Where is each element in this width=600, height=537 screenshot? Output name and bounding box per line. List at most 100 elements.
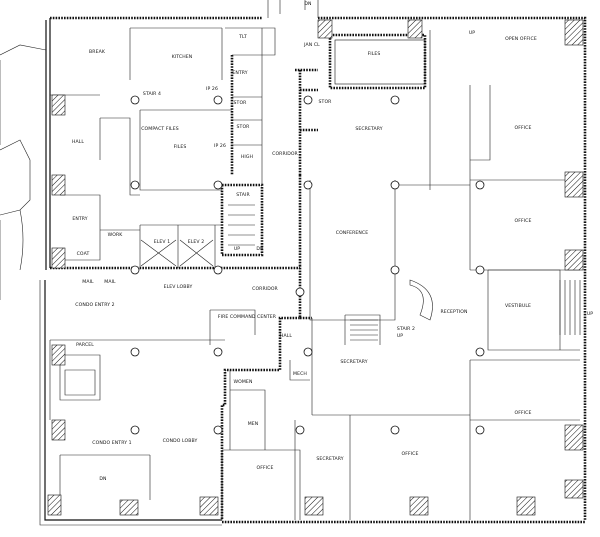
room-label-stair2: STAIR 2	[397, 326, 415, 332]
column	[51, 344, 66, 366]
column	[564, 249, 584, 271]
column	[51, 94, 66, 116]
room-label-secretary-bottom: SECRETARY	[316, 456, 343, 462]
exterior-landscape	[0, 44, 47, 216]
light-fixture	[130, 347, 140, 357]
room-label-stor-c: STOR	[319, 99, 333, 105]
room-label-mech: MECH	[293, 371, 307, 377]
exterior-curve	[0, 209, 24, 300]
light-fixture	[130, 95, 140, 105]
vestibule-walls	[487, 269, 580, 351]
compact-files-walls	[99, 117, 140, 196]
light-fixtures	[130, 95, 485, 435]
office-right-walls	[469, 85, 580, 271]
room-label-office-r1: OFFICE	[515, 125, 532, 131]
corridor-lower-walls	[220, 265, 302, 520]
light-fixture	[390, 425, 400, 435]
room-label-jan-cl: JAN CL	[303, 42, 320, 48]
room-label-corridor-mid: CORRIDOR	[252, 286, 278, 292]
room-label-break: BREAK	[89, 49, 106, 55]
light-fixture	[130, 265, 140, 275]
room-label-parcel: PARCEL	[76, 342, 94, 348]
room-label-kitchen: KITCHEN	[172, 54, 193, 60]
light-fixture	[303, 347, 313, 357]
column	[51, 174, 66, 196]
room-label-office-bottom-mid: OFFICE	[402, 451, 419, 457]
room-label-high: HIGH	[241, 154, 253, 160]
reception-desk	[409, 279, 433, 321]
column	[199, 496, 219, 516]
column	[304, 496, 324, 516]
room-label-tlt: TLT	[238, 34, 247, 40]
stor-walls	[295, 68, 318, 132]
room-label-conference: CONFERENCE	[336, 230, 368, 236]
tlt-walls	[225, 27, 276, 56]
files-inner	[334, 39, 426, 85]
files-walls	[139, 109, 232, 191]
light-fixture	[213, 180, 223, 190]
stair-dn-label: DN	[256, 246, 263, 252]
room-label-entry-left: ENTRY	[72, 216, 87, 222]
room-label-files-top: FILES	[368, 51, 381, 57]
room-label-women: WOMEN	[234, 379, 253, 385]
column	[51, 419, 66, 441]
break-kitchen-walls	[50, 27, 223, 96]
room-label-stor-a: STOR	[234, 100, 248, 106]
light-fixture	[130, 425, 140, 435]
light-fixture	[303, 95, 313, 105]
room-label-stor-b: STOR	[237, 124, 251, 130]
light-fixture	[475, 265, 485, 275]
room-label-fire-command: FIRE COMMAND CENTER	[218, 314, 277, 320]
stair2	[344, 314, 381, 345]
north-up-label: UP	[469, 30, 475, 36]
light-fixture	[295, 287, 305, 297]
column	[407, 19, 423, 39]
top-wall-right	[318, 16, 587, 520]
east-up-label: UP	[587, 311, 593, 317]
room-label-elev-lobby: ELEV LOBBY	[164, 284, 193, 290]
stair-core	[220, 183, 264, 257]
east-entry-stairs	[559, 280, 581, 335]
light-fixture	[213, 265, 223, 275]
light-fixture	[213, 347, 223, 357]
mech-walls	[289, 360, 310, 381]
room-label-corridor-top: CORRIDOR	[272, 151, 298, 157]
column	[564, 19, 584, 46]
elevator-walls	[139, 224, 222, 268]
stair-treads	[228, 204, 255, 246]
outer-walls	[0, 0, 587, 526]
room-label-secretary-mid: SECRETARY	[340, 359, 367, 365]
office-bottom-walls	[294, 414, 470, 520]
top-dn-label: DN	[304, 1, 311, 7]
light-fixture	[295, 425, 305, 435]
light-fixture	[475, 180, 485, 190]
room-label-hall-mid: HALL	[280, 333, 292, 339]
restroom-walls	[229, 370, 266, 450]
room-label-work: WORK	[108, 232, 124, 238]
light-fixture	[213, 425, 223, 435]
light-fixture	[475, 425, 485, 435]
columns	[47, 19, 584, 516]
column	[564, 424, 584, 451]
room-label-secretary-top: SECRETARY	[355, 126, 382, 132]
light-fixture	[390, 265, 400, 275]
stor-high-walls	[232, 28, 263, 185]
ip-label-1: IP 26	[206, 86, 218, 92]
light-fixture	[475, 347, 485, 357]
room-label-coat: COAT	[77, 251, 90, 257]
room-label-hall-left: HALL	[72, 139, 84, 145]
room-label-condo-lobby: CONDO LOBBY	[163, 438, 198, 444]
column	[564, 479, 584, 499]
office-bl-walls	[221, 449, 301, 520]
west-wall-lower-outer	[39, 280, 222, 526]
room-labels: BREAK KITCHEN TLT ENTRY STAIR 4 IP 26 ST…	[72, 1, 593, 482]
column	[51, 247, 66, 269]
room-label-entry-top: ENTRY	[232, 70, 247, 76]
files-room	[328, 33, 427, 90]
room-label-stair4: STAIR 4	[143, 91, 161, 97]
room-label-reception: RECEPTION	[440, 309, 467, 315]
corridor-east-wall	[311, 318, 350, 416]
column	[409, 496, 429, 516]
room-label-elev2: ELEV 2	[188, 239, 205, 245]
